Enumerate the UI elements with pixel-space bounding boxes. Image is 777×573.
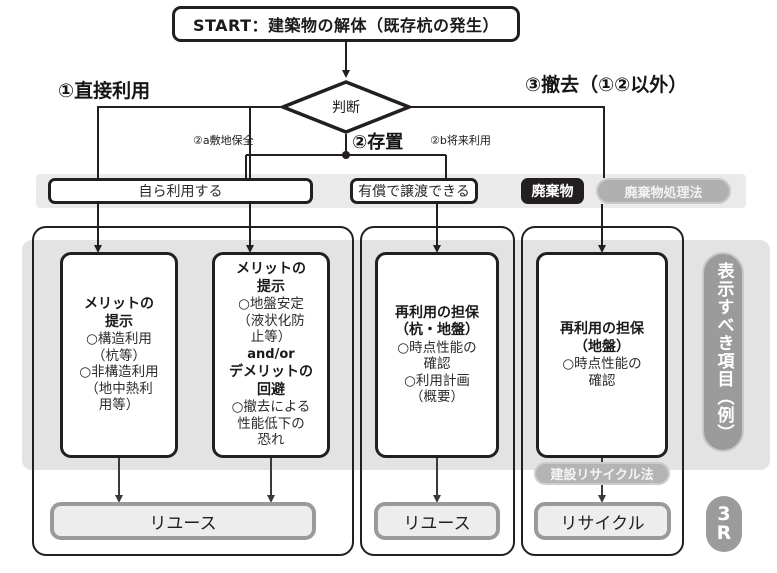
card-2-title2: 提示	[257, 278, 285, 295]
card-2-title4: 回避	[257, 381, 285, 398]
junction-dot	[342, 151, 350, 159]
badge-construction-recycle-law: 建設リサイクル法	[534, 462, 670, 485]
decision-label: 判断	[332, 100, 360, 116]
card-2-bullet-2: 止等）	[250, 329, 292, 346]
card-2-connector: and/or	[247, 346, 295, 362]
badge-construction-recycle-law-label: 建設リサイクル法	[550, 468, 654, 483]
card-2-bullet-0: ○地盤安定	[238, 296, 304, 313]
badge-waste-management-law: 廃棄物処理法	[596, 178, 731, 204]
card-merit-ground: メリットの 提示 ○地盤安定 （液状化防 止等） and/or デメリットの 回…	[212, 252, 330, 458]
card-1-title2: 提示	[105, 313, 133, 330]
card-1-bullet-0: ○構造利用	[86, 331, 152, 348]
card-1-title: メリットの	[84, 296, 154, 313]
card-1-bullet-1: （杭等）	[92, 347, 146, 364]
outcome-recycle: リサイクル	[534, 502, 671, 540]
box-paid-transfer: 有償で譲渡できる	[350, 178, 478, 204]
card-4-bullets: ○時点性能の 確認	[562, 356, 641, 389]
side-label-display-items-text: 表示すべき項目（例）	[713, 262, 734, 442]
card-2-bullet-1: （液状化防	[237, 312, 305, 329]
badge-three-r-line2: R	[716, 522, 732, 544]
card-2-bullet2-2: 恐れ	[257, 432, 285, 449]
card-3-bullet-1: 確認	[423, 356, 451, 373]
card-4-title2: （地盤）	[574, 338, 630, 355]
column-frame-direct-use	[32, 226, 354, 556]
branch-sublabel-future-use: ②b将来利用	[430, 134, 491, 147]
box-self-use: 自ら利用する	[48, 178, 313, 204]
branch-label-retain: ②存置	[352, 132, 404, 153]
card-2-bullet2-1: 性能低下の	[237, 415, 305, 432]
card-3-bullet-0: ○時点性能の	[397, 339, 477, 356]
outcome-reuse-mid: リユース	[374, 502, 500, 540]
start-label: START：建築物の解体（既存杭の発生）	[192, 16, 500, 35]
box-paid-transfer-label: 有償で譲渡できる	[358, 184, 470, 200]
card-1-bullet-3: （地中熱利	[85, 380, 153, 397]
card-2-title: メリットの	[236, 261, 306, 278]
side-label-main: 表示すべき項目	[713, 262, 734, 388]
card-4-bullet-1: 確認	[588, 372, 616, 389]
box-waste: 廃棄物	[521, 178, 584, 204]
decision-diamond: 判断	[281, 80, 411, 134]
diamond-shape	[281, 80, 411, 134]
badge-three-r-line1: 3	[717, 503, 731, 525]
branch-label-removal: ③撤去（①②以外）	[525, 74, 688, 96]
box-waste-label: 廃棄物	[531, 184, 574, 200]
card-4-bullet-0: ○時点性能の	[562, 356, 642, 373]
card-merit-structural: メリットの 提示 ○構造利用 （杭等） ○非構造利用 （地中熱利 用等）	[60, 252, 178, 458]
box-self-use-label: 自ら利用する	[138, 184, 223, 200]
card-2-bullets: ○地盤安定 （液状化防 止等）	[237, 296, 305, 345]
branch-label-direct-use: ①直接利用	[58, 80, 151, 102]
outcome-recycle-label: リサイクル	[560, 513, 645, 534]
card-4-title: 再利用の担保	[560, 321, 644, 338]
side-label-suffix: （例）	[713, 388, 734, 442]
start-node: START：建築物の解体（既存杭の発生）	[172, 6, 520, 42]
card-3-bullet-3: （概要）	[410, 388, 464, 405]
card-1-bullets: ○構造利用 （杭等） ○非構造利用 （地中熱利 用等）	[79, 331, 158, 413]
branch-sublabel-site-preservation: ②a敷地保全	[193, 134, 254, 147]
card-1-bullet-4: 用等）	[98, 397, 140, 414]
badge-three-r: 3 R	[706, 496, 742, 552]
card-2-bullet2-0: ○撤去による	[231, 399, 311, 416]
outcome-reuse-left-label: リユース	[149, 513, 217, 534]
badge-waste-management-law-label: 廃棄物処理法	[624, 185, 703, 201]
card-1-bullet-2: ○非構造利用	[79, 364, 159, 381]
card-2-title3: デメリットの	[229, 364, 313, 381]
card-3-bullet-2: ○利用計画	[404, 372, 470, 389]
card-2-bullets-2: ○撤去による 性能低下の 恐れ	[232, 399, 311, 448]
card-3-title: 再利用の担保	[395, 304, 479, 321]
card-3-title2: （杭・地盤）	[395, 322, 479, 339]
outcome-reuse-mid-label: リユース	[403, 513, 471, 534]
card-reuse-assurance-pile-ground: 再利用の担保 （杭・地盤） ○時点性能の 確認 ○利用計画 （概要）	[375, 252, 499, 458]
card-reuse-assurance-ground: 再利用の担保 （地盤） ○時点性能の 確認	[536, 252, 668, 458]
card-3-bullets: ○時点性能の 確認 ○利用計画 （概要）	[397, 340, 476, 406]
outcome-reuse-left: リユース	[50, 502, 316, 540]
side-label-display-items: 表示すべき項目（例）	[702, 252, 744, 452]
